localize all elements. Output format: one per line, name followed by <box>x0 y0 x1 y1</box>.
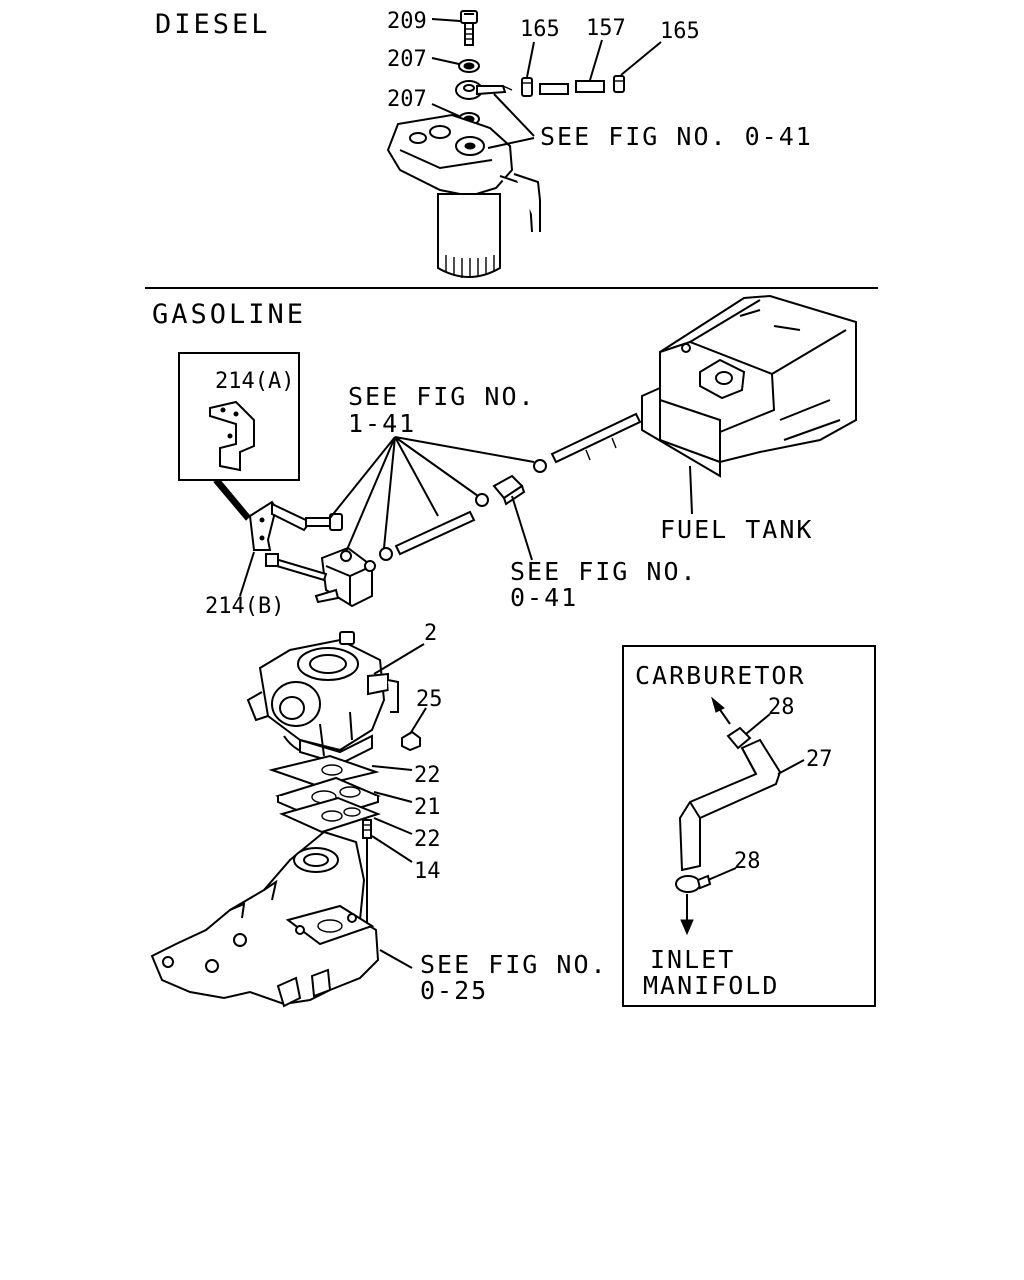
intake-manifold <box>150 830 380 1008</box>
part-label-207-top: 207 <box>387 47 427 72</box>
hose-detail-box <box>622 645 876 1007</box>
part-label-165-left: 165 <box>520 17 560 42</box>
leader-207-top <box>431 57 460 65</box>
bracket-detail-box <box>178 352 300 481</box>
diesel-section-title: DIESEL <box>155 9 271 40</box>
leader-22-bottom <box>373 817 413 835</box>
clamp-28-bottom <box>675 874 712 893</box>
see-fig-1-41-line2: 1-41 <box>348 409 416 438</box>
bolt-214b <box>305 513 343 531</box>
leader-207-bottom <box>431 103 460 117</box>
gasket-22-top <box>268 754 380 788</box>
diesel-see-fig-reference: SEE FIG NO. 0-41 <box>540 122 813 151</box>
leader-25 <box>409 707 427 735</box>
part-label-214a: 214(A) <box>215 369 294 394</box>
detail-pointer <box>213 479 251 521</box>
part-label-157: 157 <box>586 16 626 41</box>
part-label-209: 209 <box>387 9 427 34</box>
clamp-165-right <box>613 75 625 93</box>
hose-157 <box>539 80 605 95</box>
see-fig-0-41-line1: SEE FIG NO. <box>510 557 698 586</box>
gasket-22-bottom <box>279 796 381 834</box>
leader-157 <box>589 39 603 81</box>
clamp-28-top <box>726 726 752 750</box>
diesel-fuel-filter <box>386 113 541 278</box>
leader-27 <box>777 759 805 775</box>
fuel-line-pipe <box>379 493 489 561</box>
leader-21 <box>373 791 413 803</box>
see-fig-0-25-line1: SEE FIG NO. <box>420 950 608 979</box>
leader-fig-0-25 <box>379 949 413 969</box>
fig-1-41-leaders <box>329 436 535 553</box>
hose-27 <box>678 738 782 872</box>
inset-label-28-top: 28 <box>768 695 795 720</box>
inset-carburetor-label: CARBURETOR <box>635 661 806 690</box>
fuel-tank-label: FUEL TANK <box>660 515 813 544</box>
see-fig-0-41-line2: 0-41 <box>510 583 578 612</box>
leader-165-left <box>526 41 535 78</box>
bolt-209 <box>460 10 478 46</box>
leader-22-top <box>371 765 413 771</box>
nut-25 <box>401 730 421 752</box>
leader-28-bottom <box>707 867 737 881</box>
leader-diesel-fig-b <box>487 137 535 149</box>
arrow-down-icon <box>680 894 694 936</box>
see-fig-0-25-line2: 0-25 <box>420 976 488 1005</box>
leader-14 <box>371 835 413 863</box>
bracket-214a <box>209 400 255 472</box>
arrow-up-icon <box>711 696 731 725</box>
part-label-22-bottom: 22 <box>414 827 441 852</box>
banjo-fitting <box>455 80 513 100</box>
inset-inlet-label: INLET <box>650 945 735 974</box>
leader-209 <box>431 18 461 22</box>
part-label-165-right: 165 <box>660 19 700 44</box>
part-label-21: 21 <box>414 795 441 820</box>
fuel-filter-inline <box>492 474 526 506</box>
part-label-22-top: 22 <box>414 763 441 788</box>
part-label-214b: 214(B) <box>205 594 284 619</box>
washer-207-top <box>458 59 480 73</box>
see-fig-1-41-line1: SEE FIG NO. <box>348 382 536 411</box>
leader-28-top <box>745 713 771 735</box>
leader-fig-0-41 <box>511 495 533 561</box>
leader-diesel-fig-a <box>493 93 535 137</box>
bracket-214b <box>248 500 312 551</box>
part-label-14: 14 <box>414 859 441 884</box>
leader-165-right <box>620 41 662 76</box>
leader-fuel-tank <box>689 465 693 515</box>
inset-label-27: 27 <box>806 747 833 772</box>
part-label-25: 25 <box>416 687 443 712</box>
leader-214b <box>239 551 255 597</box>
carburetor <box>246 631 399 766</box>
fuel-tank <box>641 294 857 478</box>
part-label-2: 2 <box>424 621 437 646</box>
inset-label-28-bottom: 28 <box>734 849 761 874</box>
clamp-165-left <box>521 77 533 97</box>
leader-2 <box>373 643 425 675</box>
inset-manifold-label: MANIFOLD <box>643 971 779 1000</box>
stud-14 <box>362 819 372 930</box>
part-label-207-bottom: 207 <box>387 87 427 112</box>
gasoline-section-title: GASOLINE <box>152 299 306 330</box>
